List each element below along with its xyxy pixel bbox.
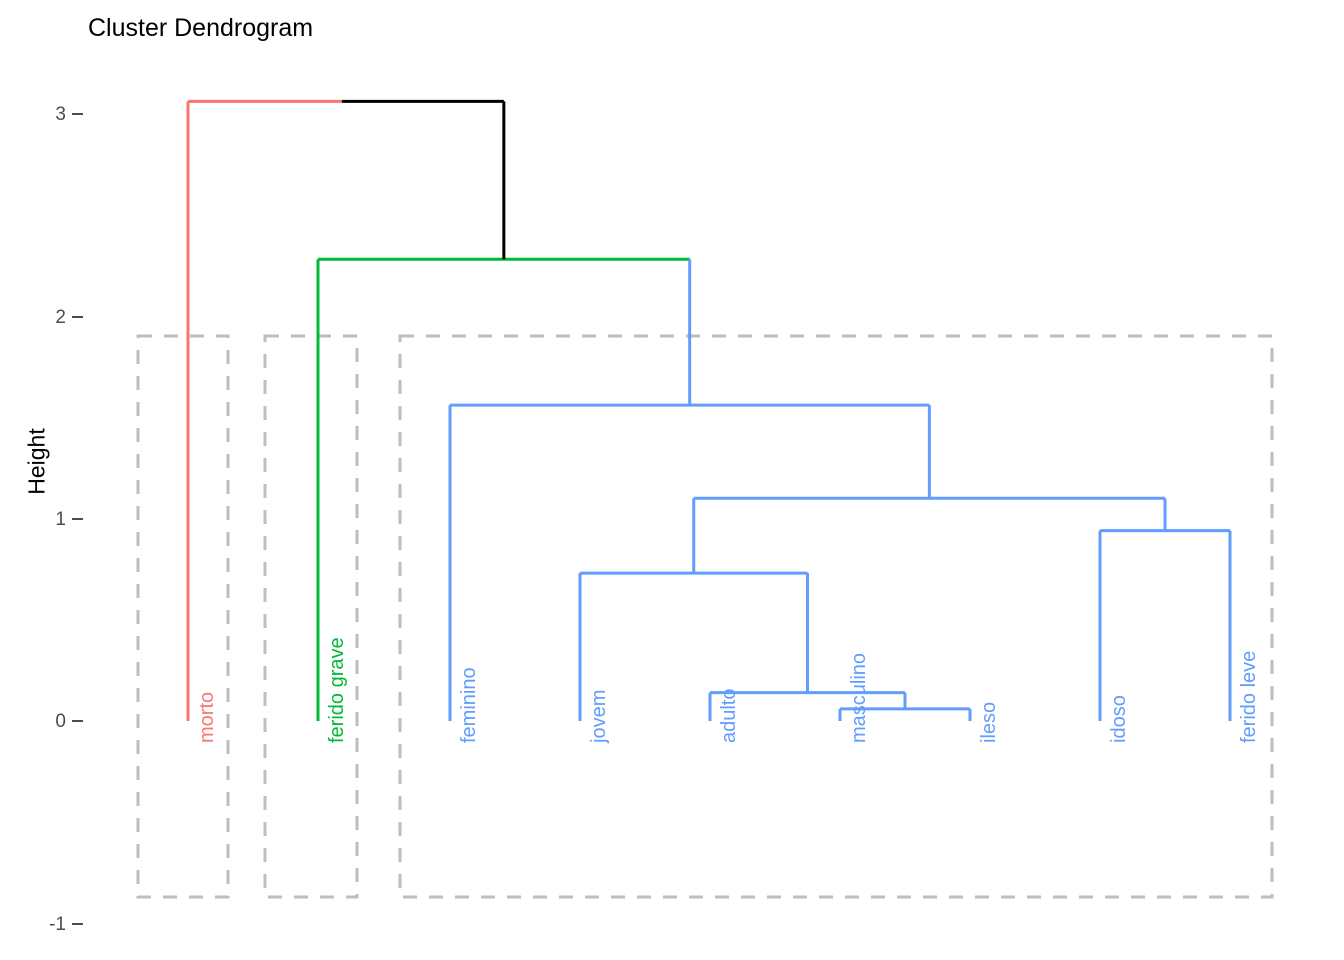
dendrogram-branches-group <box>186 99 1232 721</box>
y-tick-label-0: 0 <box>55 711 66 732</box>
leaf-label-feminino: feminino <box>458 667 480 743</box>
y-tick-mark-neg1 <box>72 923 83 925</box>
y-tick-mark-1 <box>72 518 83 520</box>
cluster-box-2 <box>263 334 359 899</box>
leaf-label-ileso: ileso <box>978 701 1000 743</box>
leaf-label-morto: morto <box>196 691 218 743</box>
y-tick-label-1: 1 <box>55 509 66 530</box>
leaf-label-jovem: jovem <box>588 689 610 743</box>
leaf-label-idoso: idoso <box>1108 695 1130 743</box>
leaf-label-ferido-leve: ferido leve <box>1238 650 1260 743</box>
y-tick-label-2: 2 <box>55 307 66 328</box>
page-title: Cluster Dendrogram <box>88 14 314 42</box>
y-tick-label-3: 3 <box>55 104 66 125</box>
leaf-label-adulto: adulto <box>718 688 740 744</box>
cluster-box-1 <box>136 334 230 899</box>
y-tick-mark-3 <box>72 113 83 115</box>
y-tick-label-neg1: -1 <box>49 914 66 935</box>
y-tick-mark-0 <box>72 720 83 722</box>
leaf-label-masculino: masculino <box>848 652 870 743</box>
cluster-box-3 <box>398 334 1274 899</box>
cluster-boxes-group <box>136 334 1274 899</box>
leaf-label-ferido-grave: ferido grave <box>326 637 348 743</box>
y-tick-mark-2 <box>72 316 83 318</box>
